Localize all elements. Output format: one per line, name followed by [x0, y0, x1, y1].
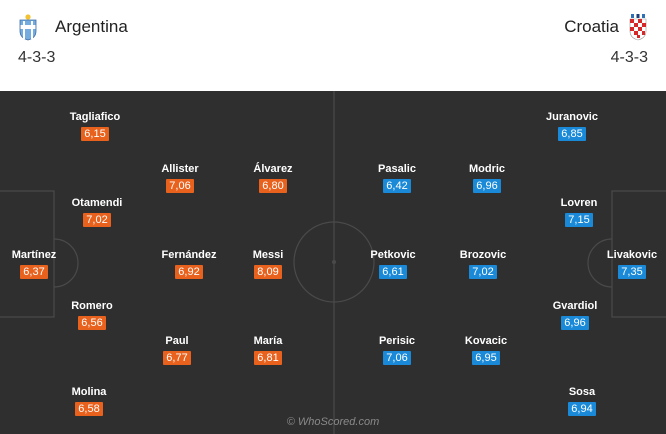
- player-rating: 6,80: [259, 179, 287, 193]
- player-rating: 7,02: [469, 265, 497, 279]
- player-home-tagliafico[interactable]: Tagliafico 6,15: [55, 111, 135, 142]
- player-rating: 7,02: [83, 213, 111, 227]
- player-away-petkovic[interactable]: Petkovic 6,61: [353, 249, 433, 280]
- player-name: Molina: [71, 386, 107, 398]
- player-name: Martínez: [11, 249, 57, 261]
- player-name: Kovacic: [464, 335, 508, 347]
- player-away-brozovic[interactable]: Brozovic 7,02: [443, 249, 523, 280]
- home-team-name: Argentina: [55, 17, 128, 36]
- player-name: Tagliafico: [69, 111, 121, 123]
- player-home-paul[interactable]: Paul 6,77: [137, 335, 217, 366]
- player-away-lovren[interactable]: Lovren 7,15: [539, 197, 619, 228]
- player-rating: 6,15: [81, 127, 109, 141]
- player-home-messi[interactable]: Messi 8,09: [228, 249, 308, 280]
- away-formation: 4-3-3: [610, 49, 648, 66]
- player-away-modric[interactable]: Modric 6,96: [447, 163, 527, 194]
- player-home-martinez[interactable]: Martínez 6,37: [0, 249, 74, 280]
- player-rating: 6,56: [78, 316, 106, 330]
- away-team-name: Croatia: [564, 17, 619, 36]
- player-name: Paul: [165, 335, 189, 347]
- pitch: Martínez 6,37 Tagliafico 6,15 Otamendi 7…: [0, 91, 666, 434]
- player-name: Pasalic: [378, 163, 416, 175]
- player-home-romero[interactable]: Romero 6,56: [52, 300, 132, 331]
- player-name: María: [253, 335, 283, 347]
- home-formation: 4-3-3: [18, 49, 56, 66]
- player-rating: 6,81: [254, 351, 282, 365]
- player-rating: 6,42: [383, 179, 411, 193]
- player-away-sosa[interactable]: Sosa 6,94: [542, 386, 622, 417]
- argentina-crest-icon: [19, 14, 37, 41]
- player-name: Juranovic: [546, 111, 598, 123]
- player-home-alvarez[interactable]: Álvarez 6,80: [233, 163, 313, 194]
- player-name: Brozovic: [459, 249, 507, 261]
- watermark: © WhoScored.com: [286, 416, 380, 428]
- player-home-maria[interactable]: María 6,81: [228, 335, 308, 366]
- player-home-molina[interactable]: Molina 6,58: [49, 386, 129, 417]
- player-away-livakovic[interactable]: Livakovic 7,35: [592, 249, 666, 280]
- player-name: Allister: [161, 163, 199, 175]
- player-rating: 6,95: [472, 351, 500, 365]
- player-rating: 6,58: [75, 402, 103, 416]
- player-home-fernandez[interactable]: Fernández 6,92: [149, 249, 229, 280]
- player-away-juranovic[interactable]: Juranovic 6,85: [532, 111, 612, 142]
- player-rating: 7,06: [383, 351, 411, 365]
- player-rating: 6,96: [473, 179, 501, 193]
- player-away-kovacic[interactable]: Kovacic 6,95: [446, 335, 526, 366]
- player-name: Romero: [71, 300, 113, 312]
- player-name: Fernández: [161, 249, 217, 261]
- player-rating: 6,94: [568, 402, 596, 416]
- player-rating: 6,96: [561, 316, 589, 330]
- player-name: Perisic: [378, 335, 416, 347]
- player-name: Livakovic: [606, 249, 658, 261]
- player-home-otamendi[interactable]: Otamendi 7,02: [57, 197, 137, 228]
- match-header: Argentina 4-3-3 Croatia 4-3-3: [0, 0, 666, 88]
- player-rating: 8,09: [254, 265, 282, 279]
- croatia-crest-icon: [629, 14, 647, 41]
- player-rating: 6,85: [558, 127, 586, 141]
- player-away-pasalic[interactable]: Pasalic 6,42: [357, 163, 437, 194]
- player-rating: 6,61: [379, 265, 407, 279]
- player-away-perisic[interactable]: Perisic 7,06: [357, 335, 437, 366]
- player-name: Messi: [252, 249, 284, 261]
- pitch-markings: [0, 91, 666, 434]
- player-name: Sosa: [568, 386, 596, 398]
- player-name: Otamendi: [71, 197, 123, 209]
- player-name: Álvarez: [253, 163, 293, 175]
- player-away-gvardiol[interactable]: Gvardiol 6,96: [535, 300, 615, 331]
- player-home-allister[interactable]: Allister 7,06: [140, 163, 220, 194]
- player-name: Petkovic: [370, 249, 416, 261]
- player-name: Lovren: [560, 197, 598, 209]
- player-rating: 7,35: [618, 265, 646, 279]
- player-name: Gvardiol: [552, 300, 598, 312]
- player-rating: 7,15: [565, 213, 593, 227]
- player-rating: 6,77: [163, 351, 191, 365]
- player-rating: 6,92: [175, 265, 203, 279]
- player-name: Modric: [468, 163, 506, 175]
- player-rating: 6,37: [20, 265, 48, 279]
- player-rating: 7,06: [166, 179, 194, 193]
